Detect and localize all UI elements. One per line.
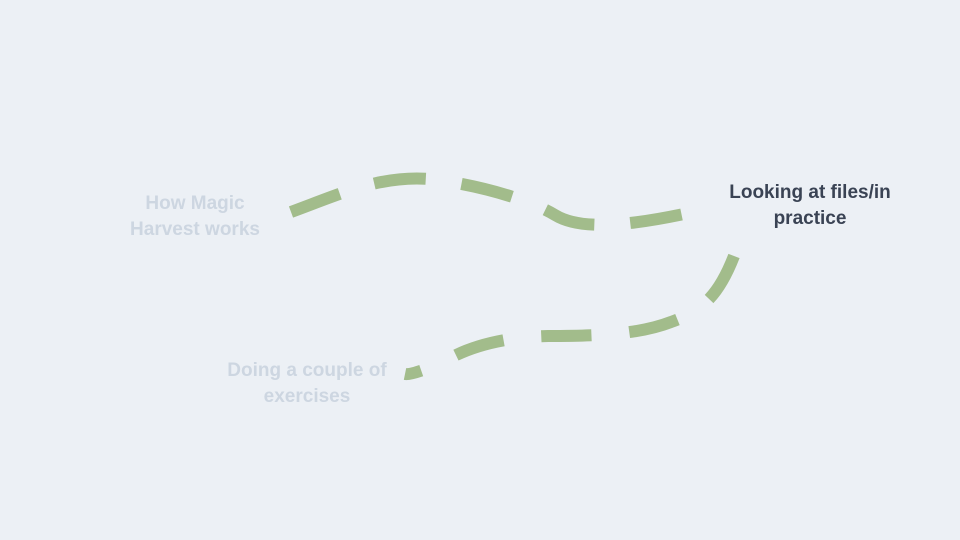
step-doing-a-couple-of-exercises: Doing a couple of exercises	[227, 360, 387, 407]
step-how-magic-harvest-works: How Magic Harvest works	[130, 193, 260, 240]
roadmap-path-segment-bottom	[403, 253, 740, 381]
step-looking-at-files-in-practice: Looking at files/in practice	[729, 182, 891, 229]
roadmap-path-segment-top	[288, 172, 695, 231]
